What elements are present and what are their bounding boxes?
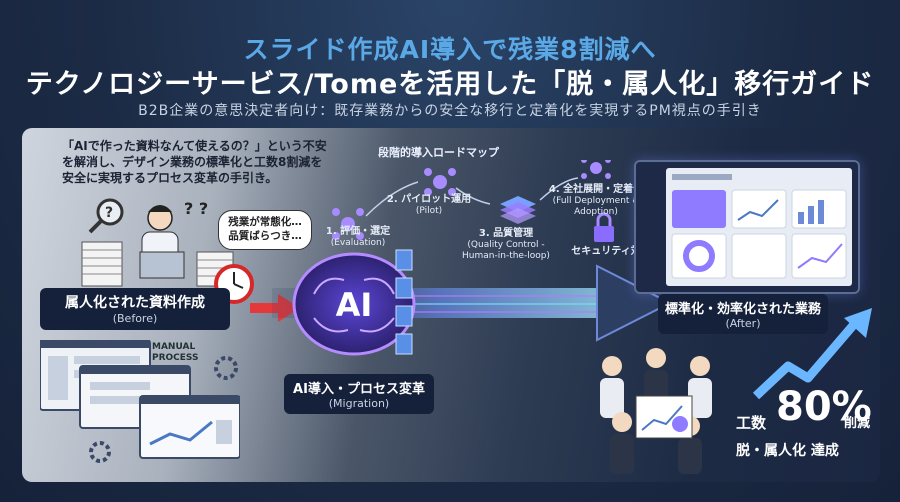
subtitle: B2B企業の意思決定者向け：既存業務からの安全な移行と定着化を実現するPM視点の… — [138, 103, 762, 119]
ai-text: AI — [336, 286, 373, 324]
kpi-block: 工数 80% 削減 脱・属人化 達成 — [732, 382, 872, 472]
worker-icon — [139, 205, 185, 279]
dashboard-content — [666, 168, 852, 286]
manual-process-windows — [40, 340, 240, 463]
team-illustration — [600, 348, 712, 474]
stage-3-en: (Quality Control - Human-in-the-loop) — [462, 240, 550, 261]
main-panel: 「AIで作った資料なんて使えるの？」という不安 を解消し、デザイン業務の標準化と… — [22, 128, 880, 482]
document-icons — [395, 249, 413, 355]
roadmap-stage-3: 3. 品質管理 (Quality Control - Human-in-the-… — [458, 228, 554, 262]
dashboard-sidebar — [640, 168, 662, 286]
after-label-box: 標準化・効率化された業務 (After) — [658, 294, 828, 334]
stage-3-name: 3. 品質管理 — [478, 228, 534, 239]
roadmap-stage-2: 2. パイロット運用 (Pilot) — [386, 194, 472, 217]
intro-text: 「AIで作った資料なんて使えるの？」という不安 を解消し、デザイン業務の標準化と… — [62, 138, 352, 186]
roadmap-title: 段階的導入ロードマップ — [378, 146, 499, 159]
stress-speech-bubble: 残業が常態化… 品質ばらつき… — [218, 210, 312, 250]
title-line2: テクノロジーサービス/Tomeを活用した「脱・属人化」移行ガイド — [25, 69, 875, 100]
roadmap-icons — [332, 160, 614, 242]
network-node-icon — [332, 208, 364, 240]
title-line1: スライド作成AI導入で残業8割減へ — [243, 35, 657, 64]
migration-label: AI導入・プロセス変革 — [293, 382, 425, 397]
intro-line2: を解消し、デザイン業務の標準化と工数8割減を — [62, 155, 323, 169]
stage-1-name: 1. 評価・選定 — [325, 226, 391, 237]
manual-process-label: MANUAL PROCESS — [152, 342, 199, 364]
network-node-icon — [581, 160, 611, 179]
stage-1-en: (Evaluation) — [330, 238, 386, 248]
security-label: セキュリティ対策 — [571, 246, 651, 257]
kpi-prefix: 工数 — [736, 414, 767, 432]
roadmap-stage-1: 1. 評価・選定 (Evaluation) — [322, 226, 394, 249]
after-sub: (After) — [725, 317, 761, 330]
stage-2-name: 2. パイロット運用 — [386, 194, 472, 205]
stage-4-en: (Full Deployment & Adoption) — [552, 196, 640, 217]
bubble-line2: 品質ばらつき… — [228, 230, 302, 242]
ai-brain-icon: AI — [292, 252, 416, 356]
kpi-value: 80% — [776, 384, 872, 430]
intro-line1: 「AIで作った資料なんて使えるの？」という不安 — [62, 139, 327, 153]
stressed-worker-illustration: ? ? ? — [81, 198, 234, 287]
svg-text:?: ? — [105, 205, 113, 221]
growth-arrow-icon — [752, 308, 872, 400]
stage-2-en: (Pilot) — [415, 206, 443, 216]
before-label: 属人化された資料作成 — [65, 295, 205, 311]
paper-stack-icon — [81, 241, 234, 287]
dashboard-widgets — [671, 174, 847, 279]
manual-line2: PROCESS — [152, 353, 199, 363]
lock-icon — [594, 212, 614, 242]
gear-icon — [89, 356, 238, 463]
before-label-box: 属人化された資料作成 (Before) — [40, 288, 230, 330]
kpi-achievement: 脱・属人化 達成 — [736, 443, 839, 459]
roadmap-stage-4: 4. 全社展開・定着化 (Full Deployment & Adoption) — [538, 184, 654, 218]
header: スライド作成AI導入で残業8割減へ テクノロジーサービス/Tomeを活用した「脱… — [0, 0, 900, 128]
network-node-icon — [424, 168, 456, 196]
magnifier-icon: ? — [88, 198, 124, 234]
before-sub: (Before) — [112, 312, 158, 325]
bubble-line1: 残業が常態化… — [228, 216, 302, 228]
after-label: 標準化・効率化された業務 — [664, 302, 821, 317]
manual-line1: MANUAL — [152, 342, 196, 352]
migration-label-box: AI導入・プロセス変革 (Migration) — [284, 374, 434, 414]
kpi-suffix: 削減 — [844, 416, 871, 431]
dashboard-screen — [634, 160, 860, 294]
migration-sub: (Migration) — [328, 397, 390, 410]
intro-line3: 安全に実現するプロセス変革の手引き。 — [62, 171, 278, 185]
layers-icon — [500, 196, 536, 224]
stage-4-name: 4. 全社展開・定着化 — [548, 184, 644, 195]
svg-text:? ?: ? ? — [184, 199, 208, 218]
